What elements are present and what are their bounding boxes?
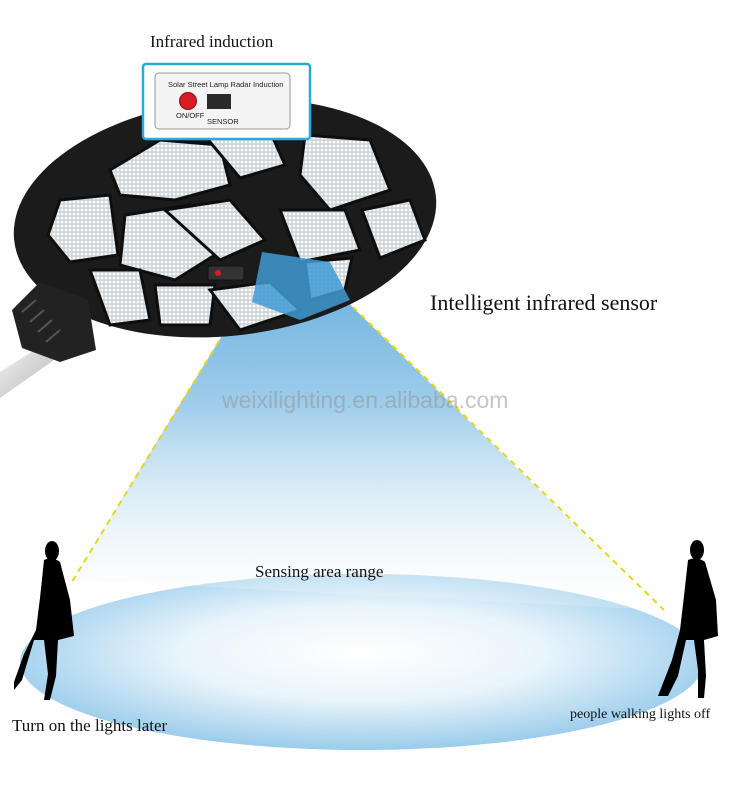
lamp-pole bbox=[0, 344, 54, 398]
watermark: weixilighting.en.alibaba.com bbox=[222, 387, 509, 413]
person-silhouette-right bbox=[658, 540, 718, 698]
infrared-induction-label: Infrared induction bbox=[150, 32, 274, 51]
sensing-cone bbox=[72, 238, 662, 610]
control-panel-callout bbox=[141, 62, 312, 141]
intelligent-sensor-label: Intelligent infrared sensor bbox=[430, 290, 658, 315]
on-off-button bbox=[179, 92, 197, 110]
on-off-label: ON/OFF bbox=[176, 111, 205, 120]
street-lamp bbox=[12, 98, 437, 362]
sensor-window bbox=[207, 94, 231, 109]
person-silhouette-left bbox=[14, 541, 74, 700]
panel-title: Solar Street Lamp Radar Induction bbox=[168, 80, 284, 89]
sensing-area-ellipse bbox=[20, 574, 704, 750]
lights-on-caption: Turn on the lights later bbox=[12, 716, 168, 735]
sensing-area-label: Sensing area range bbox=[255, 562, 384, 581]
lights-off-caption: people walking lights off bbox=[570, 707, 711, 722]
sensor-label: SENSOR bbox=[207, 117, 239, 126]
